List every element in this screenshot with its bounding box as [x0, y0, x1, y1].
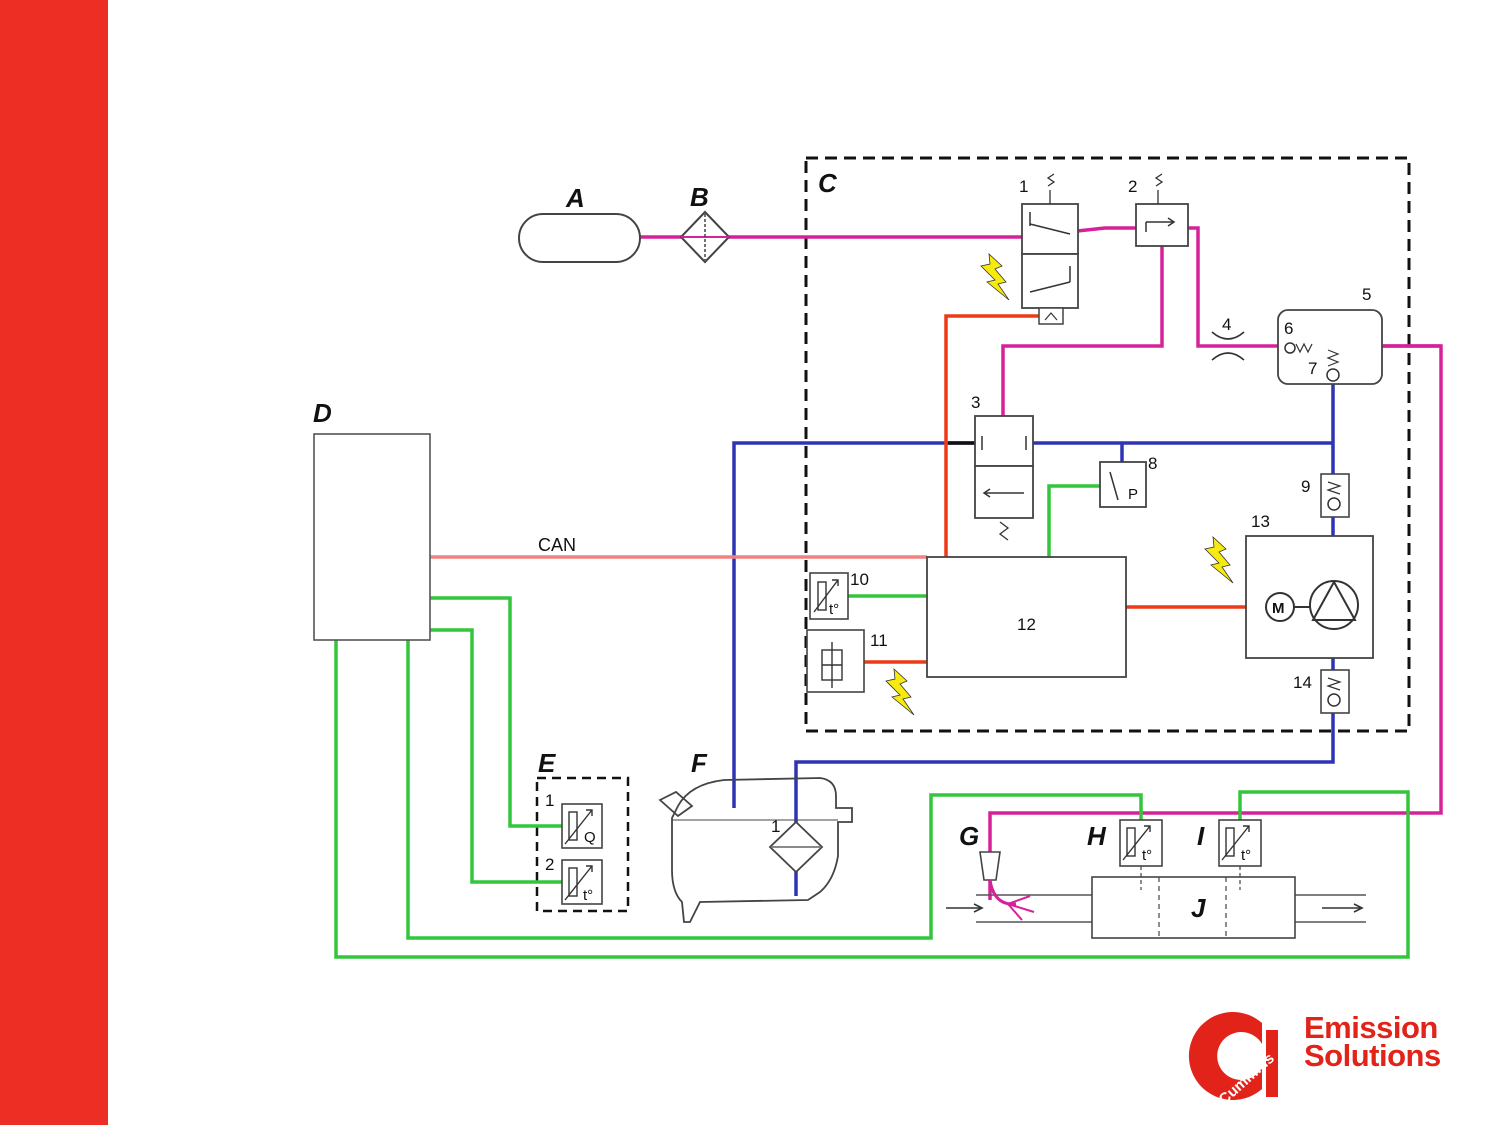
temp-symbol: t°	[1142, 847, 1152, 864]
label-a: A	[565, 183, 585, 213]
catalyst-j	[1091, 876, 1296, 939]
dosing-injector	[979, 851, 1035, 921]
label-e1: 1	[545, 791, 554, 810]
temp-symbol: t°	[583, 887, 593, 904]
red-side-bar	[0, 0, 108, 1125]
ecu-box	[313, 433, 431, 641]
label-b: B	[690, 182, 709, 212]
module-e-enclosure	[535, 776, 630, 913]
brand-line-1: Emission	[1304, 1010, 1438, 1045]
reductant-tank	[658, 777, 853, 923]
label-d: D	[313, 398, 332, 428]
label-i: I	[1197, 821, 1205, 851]
air-filter	[679, 210, 731, 264]
pump-module: M	[1245, 535, 1374, 659]
mixing-block	[1277, 309, 1383, 385]
heater-11	[806, 629, 865, 693]
lightning-icon	[885, 668, 915, 716]
label-3: 3	[971, 393, 980, 412]
pressure-regulator	[1135, 173, 1189, 247]
label-9: 9	[1301, 477, 1310, 496]
label-13: 13	[1251, 512, 1270, 531]
brand-wordmark: Emission Solutions	[1304, 1010, 1441, 1073]
pressure-switch: P	[1099, 461, 1147, 508]
label-1: 1	[1019, 177, 1028, 196]
label-6: 6	[1284, 319, 1293, 338]
temp-symbol: t°	[1241, 847, 1251, 864]
cummins-logo: Cummins	[1188, 1012, 1278, 1108]
temp-sensor-h: t°	[1119, 819, 1163, 890]
can-label: CAN	[538, 535, 576, 555]
brand-line-2: Solutions	[1304, 1038, 1441, 1073]
lightning-icon	[1204, 536, 1234, 584]
temp-sensor-10: t°	[809, 572, 849, 620]
fluid-valve	[974, 415, 1034, 541]
label-e: E	[538, 748, 556, 778]
temp-sensor-e2: t°	[561, 859, 603, 905]
label-8: 8	[1148, 454, 1157, 473]
label-c: C	[818, 168, 838, 198]
label-4: 4	[1222, 315, 1231, 334]
label-11: 11	[870, 631, 888, 650]
label-g: G	[959, 821, 979, 851]
temp-sensor-i: t°	[1218, 819, 1262, 890]
motor-symbol: M	[1272, 600, 1285, 617]
sensor-wires	[334, 484, 1410, 959]
label-7: 7	[1308, 359, 1317, 378]
label-12: 12	[1017, 615, 1036, 634]
label-h: H	[1087, 821, 1107, 851]
label-10: 10	[850, 570, 869, 589]
label-f: F	[691, 748, 708, 778]
label-5: 5	[1362, 285, 1371, 304]
power-wires	[864, 314, 1246, 664]
control-unit	[926, 556, 1127, 678]
pressure-symbol: P	[1128, 486, 1138, 503]
air-solenoid-valve	[1021, 173, 1079, 325]
air-tank	[518, 213, 641, 263]
check-valve-9	[1320, 473, 1350, 518]
exhaust-pipe	[946, 894, 1366, 923]
lightning-icon	[980, 253, 1010, 301]
label-14: 14	[1293, 673, 1312, 692]
label-f1: 1	[771, 817, 780, 836]
temp-symbol: t°	[829, 601, 839, 618]
flow-symbol: Q	[584, 829, 596, 846]
label-e2: 2	[545, 855, 554, 874]
label-2: 2	[1128, 177, 1137, 196]
orifice-restrictor	[1211, 331, 1245, 361]
check-valve-14	[1320, 669, 1350, 714]
flow-sensor: Q	[561, 803, 603, 849]
label-j: J	[1191, 893, 1206, 923]
